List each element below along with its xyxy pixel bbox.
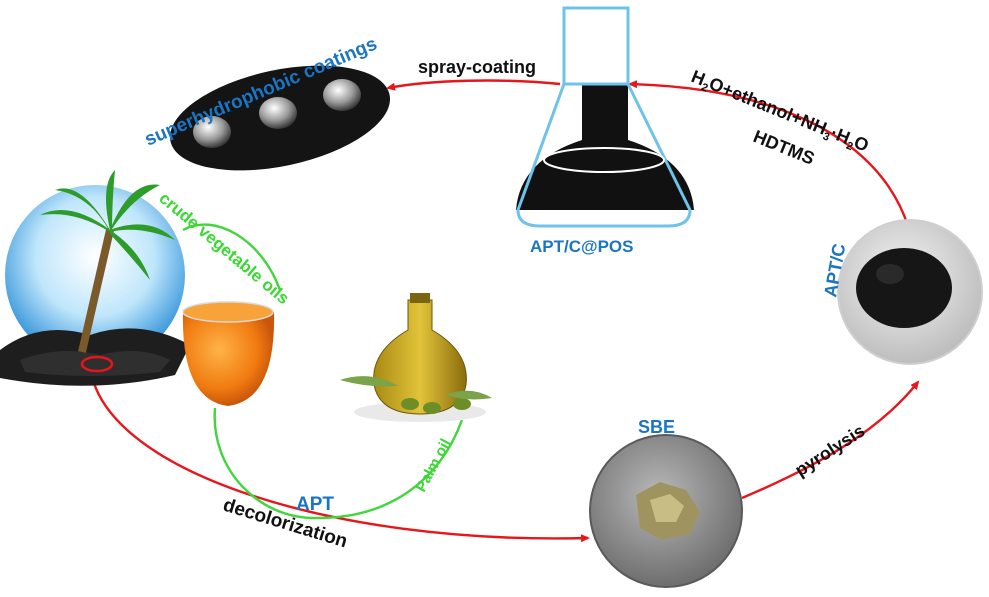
water-droplet xyxy=(193,116,231,148)
sbe-label: SBE xyxy=(638,417,675,437)
arrow-soil-to-sbe xyxy=(88,364,590,543)
cycle-arrows xyxy=(88,79,920,543)
spray-coating-label: spray-coating xyxy=(418,57,536,77)
pyrolysis-label: pyrolysis xyxy=(791,421,868,481)
apt-c-pos-label: APT/C@POS xyxy=(530,237,633,256)
arrow-aptc-to-flask xyxy=(628,80,910,227)
water-droplet xyxy=(323,79,361,111)
oil-glass-image xyxy=(182,301,275,406)
apt-c-sample-image xyxy=(837,219,983,365)
arrow-sbe-to-aptc xyxy=(741,380,920,500)
erlenmeyer-flask-icon xyxy=(516,6,694,228)
arrow-flask-to-coating xyxy=(386,79,561,91)
palm-oil-label: Palm oil xyxy=(413,436,455,495)
superhydrophobic-coating-image xyxy=(169,65,391,171)
arc-lower xyxy=(213,407,464,520)
water-droplet xyxy=(259,97,297,129)
sbe-sample-image xyxy=(589,434,743,588)
oil-arcs xyxy=(182,223,464,520)
palm-tree-soil-image xyxy=(0,170,190,386)
arc-crude-oils xyxy=(182,223,282,291)
olive-oil-jar-image xyxy=(340,293,492,422)
apt-label: APT xyxy=(296,494,334,515)
